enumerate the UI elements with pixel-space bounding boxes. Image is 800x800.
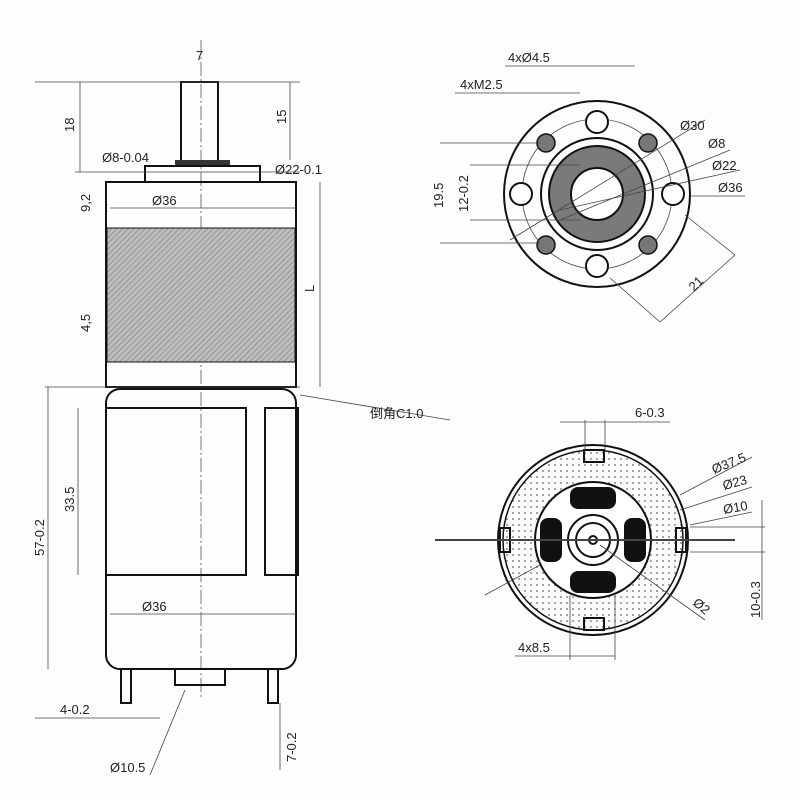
dim-holes: 4xØ4.5 [508, 50, 550, 65]
dim-inner-height: 12-0.2 [456, 175, 471, 212]
dim-flange-height: 9,2 [78, 194, 93, 212]
shaft-collar [175, 160, 230, 166]
dim-gearbox-dia: Ø36 [152, 193, 177, 208]
dim-slot-length: 33.5 [62, 487, 77, 512]
gearbox-hatch [106, 227, 296, 363]
terminal-right [267, 668, 279, 704]
dim-rear-boss-dia: Ø10.5 [110, 760, 145, 775]
dim-height: 19.5 [431, 183, 446, 208]
dim-ring: Ø23 [721, 472, 749, 493]
dim-shaft-flat: 7 [196, 48, 203, 63]
dim-gap: 4,5 [78, 314, 93, 332]
dim-shaft-total: 18 [62, 118, 77, 132]
dim-outer: Ø36 [718, 180, 743, 195]
dim-chamfer: 倒角C1.0 [370, 406, 423, 421]
dim-gearbox-length: L [302, 285, 317, 292]
output-shaft [180, 81, 219, 163]
dim-boss: Ø22 [712, 158, 737, 173]
dim-terminal-width: 4-0.2 [60, 702, 90, 717]
dim-hole: Ø2 [690, 595, 713, 618]
dim-threads: 4xM2.5 [460, 77, 503, 92]
dim-shaft: Ø8 [708, 136, 725, 151]
screw-holes [509, 110, 685, 278]
motor-slot-left [105, 407, 247, 576]
dim-hub: Ø10 [722, 498, 749, 517]
dim-motor-dia: Ø36 [142, 599, 167, 614]
rear-boss [174, 668, 226, 686]
terminal-left [120, 668, 132, 704]
dim-boss-dia: Ø22-0.1 [275, 162, 322, 177]
dim-pcd: Ø30 [680, 118, 705, 133]
rear-view: 6-0.3 Ø37.5 Ø23 Ø10 Ø2 10-0.3 4x8.5 [435, 405, 765, 660]
dim-vents: 4x8.5 [518, 640, 550, 655]
dim-terminal-length: 7-0.2 [284, 732, 299, 762]
side-view: 7 18 15 Ø8-0.04 Ø22-0.1 9,2 Ø36 L 4,5 倒角… [32, 40, 451, 776]
dim-shaft-length: 15 [274, 110, 289, 124]
dim-shaft-dia: Ø8-0.04 [102, 150, 149, 165]
front-view: 4xØ4.5 4xM2.5 Ø30 Ø8 Ø22 Ø36 19.5 12-0.2… [431, 50, 745, 323]
boss [144, 165, 261, 183]
dim-slot-width: 6-0.3 [635, 405, 665, 420]
motor-slot-right [264, 407, 299, 576]
dim-tab: 10-0.3 [748, 581, 763, 618]
dim-motor-length: 57-0.2 [32, 519, 47, 556]
dim-offset: 21 [686, 273, 707, 294]
